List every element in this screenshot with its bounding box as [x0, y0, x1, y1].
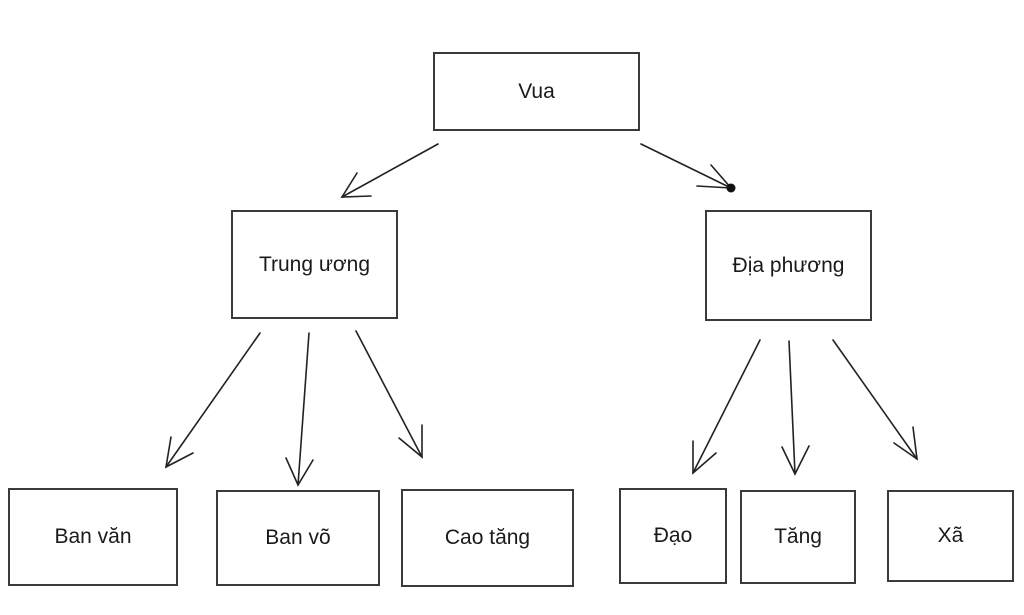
edge-trung-uong-to-ban-van — [164, 332, 261, 469]
node-label-vua: Vua — [518, 79, 555, 103]
edge-trung-uong-to-cao-tang — [355, 330, 423, 459]
edge-dia-phuong-to-xa — [832, 339, 919, 461]
node-xa: Xã — [887, 490, 1014, 582]
node-label-trung-uong: Trung ương — [258, 252, 371, 276]
edge-vua-to-trung-uong — [340, 143, 439, 198]
node-dao: Đạo — [619, 488, 727, 584]
node-vua: Vua — [433, 52, 640, 131]
node-tang: Tăng — [740, 490, 856, 584]
edge-dia-phuong-to-dao — [692, 339, 761, 475]
node-dia-phuong: Địa phương — [705, 210, 872, 321]
node-label-xa: Xã — [937, 524, 964, 547]
node-label-dia-phuong: Địa phương — [732, 253, 845, 277]
edge-dia-phuong-to-tang — [781, 340, 810, 476]
node-ban-vo: Ban võ — [216, 490, 380, 586]
edge-vua-to-dia-phuong — [640, 143, 736, 193]
edge-end-dot — [726, 183, 736, 193]
node-ban-van: Ban văn — [8, 488, 178, 586]
node-label-ban-vo: Ban võ — [265, 526, 331, 549]
node-trung-uong: Trung ương — [231, 210, 398, 319]
node-label-tang: Tăng — [774, 525, 822, 548]
node-label-dao: Đạo — [653, 524, 693, 547]
node-label-cao-tang: Cao tăng — [444, 526, 531, 549]
node-label-ban-van: Ban văn — [54, 525, 132, 548]
node-cao-tang: Cao tăng — [401, 489, 574, 587]
edge-trung-uong-to-ban-vo — [285, 332, 314, 487]
